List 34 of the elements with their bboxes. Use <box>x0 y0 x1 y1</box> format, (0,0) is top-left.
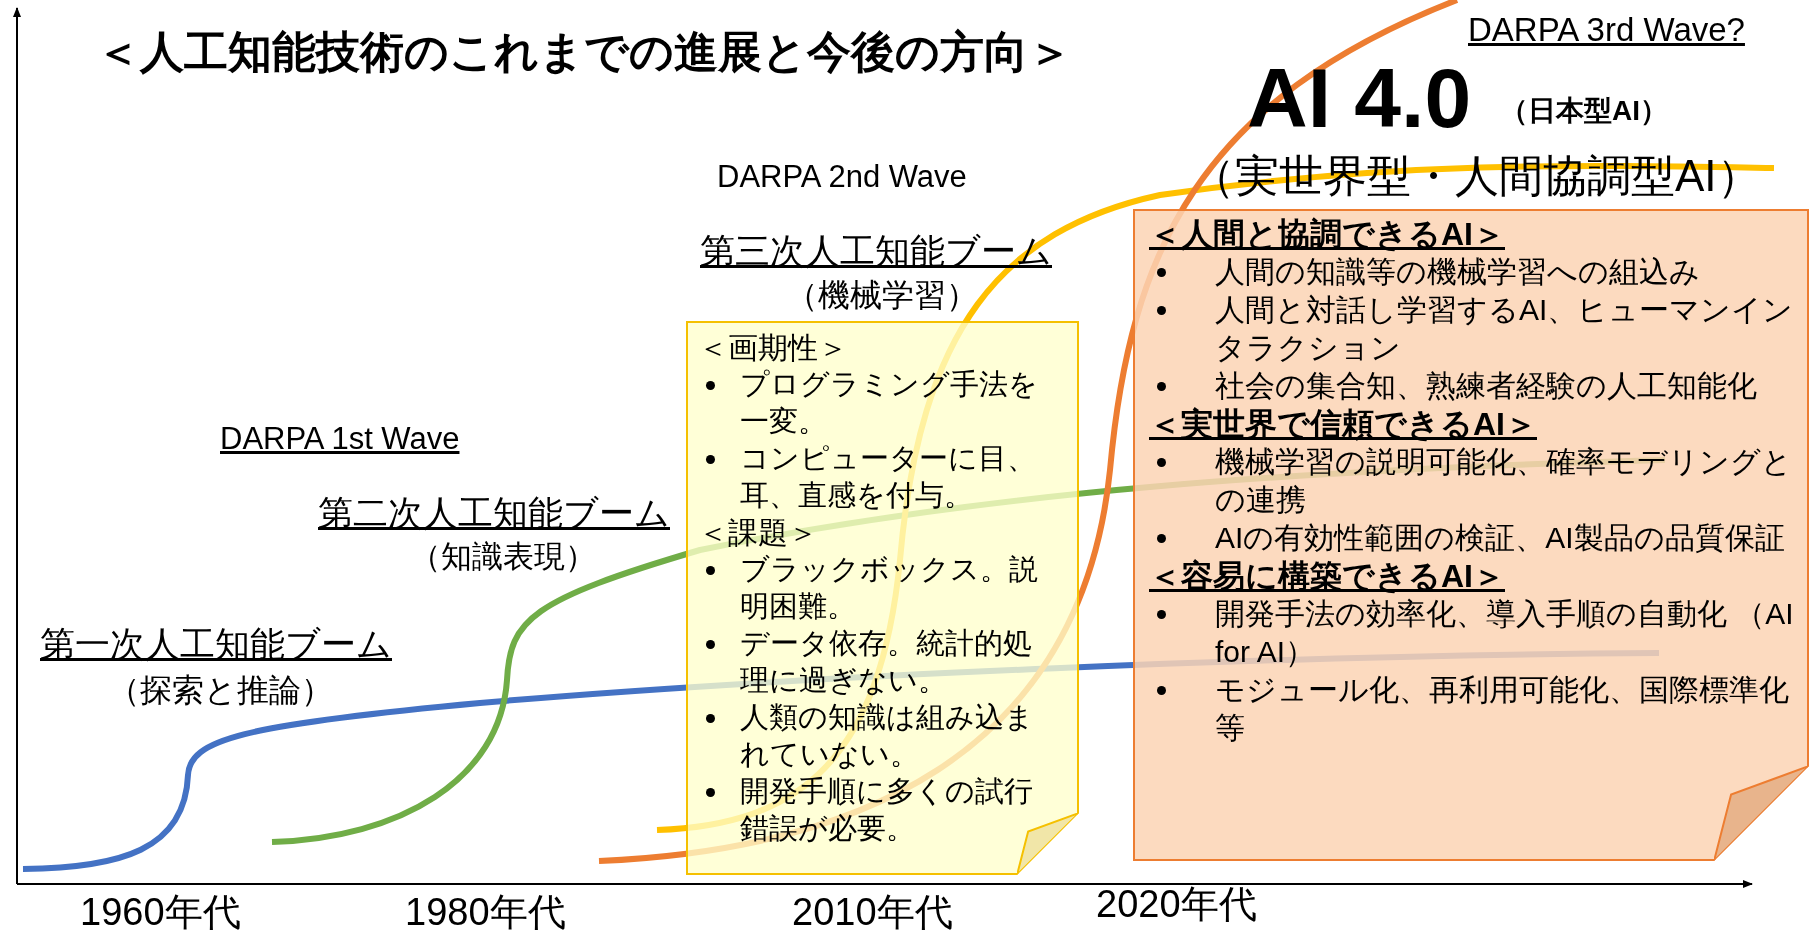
era-subtitle: （探索と推論） <box>108 673 333 709</box>
section-heading: ＜人間と協調できるAI＞ <box>1149 215 1505 253</box>
bullet-text: 人類の知識は組み込まれていない。 <box>740 701 1034 770</box>
bullet-text: 開発手順に多くの試行錯誤が必要。 <box>740 775 1033 844</box>
wave-label: DARPA 2nd Wave <box>717 160 967 195</box>
bullet-text: モジュール化、再利用可能化、国際標準化等 <box>1215 673 1789 744</box>
era-subtitle: （知識表現） <box>410 540 596 575</box>
bullet-text: コンピューターに目、耳、直感を付与。 <box>740 442 1036 511</box>
axis-label: 2010年代 <box>792 892 953 934</box>
bullet-text: データ依存。統計的処理に過ぎない。 <box>740 627 1032 696</box>
bullet-text: ブラックボックス。説明困難。 <box>740 553 1038 622</box>
era-label: 第二次人工知能ブーム <box>318 494 670 533</box>
chart-title: ＜人工知能技術のこれまでの進展と今後の方向＞ <box>96 28 1072 77</box>
bullet-text: 人間と対話し学習するAI、ヒューマンインタラクション <box>1215 293 1794 364</box>
section-heading: ＜容易に構築できるAI＞ <box>1149 557 1505 595</box>
note-box <box>1133 209 1809 861</box>
bullet-text: AIの有効性範囲の検証、AI製品の品質保証 <box>1215 521 1785 554</box>
bullet-text: 機械学習の説明可能化、確率モデリングとの連携 <box>1215 445 1792 516</box>
wave-label: DARPA 3rd Wave? <box>1468 12 1745 49</box>
section-heading: ＜実世界で信頼できるAI＞ <box>1149 405 1537 443</box>
bullet-text: 開発手法の効率化、導入手順の自動化 （AI for AI） <box>1215 597 1794 668</box>
version-note: （日本型AI） <box>1500 96 1668 127</box>
axis-label: 1980年代 <box>405 892 566 934</box>
axis-label: 2020年代 <box>1096 884 1257 926</box>
note-box <box>686 321 1079 875</box>
wave-label: DARPA 1st Wave <box>220 422 460 457</box>
bullet-text: プログラミング手法を一変。 <box>740 368 1038 437</box>
bullet-text: 社会の集合知、熟練者経験の人工知能化 <box>1215 369 1757 402</box>
section-heading: ＜画期性＞ <box>698 330 848 366</box>
era-subtitle: （機械学習） <box>786 278 978 314</box>
era-label: 第一次人工知能ブーム <box>40 625 392 664</box>
axis-label: 1960年代 <box>80 892 241 934</box>
bullet-text: 人間の知識等の機械学習への組込み <box>1215 255 1700 288</box>
section-heading: ＜課題＞ <box>698 515 818 551</box>
